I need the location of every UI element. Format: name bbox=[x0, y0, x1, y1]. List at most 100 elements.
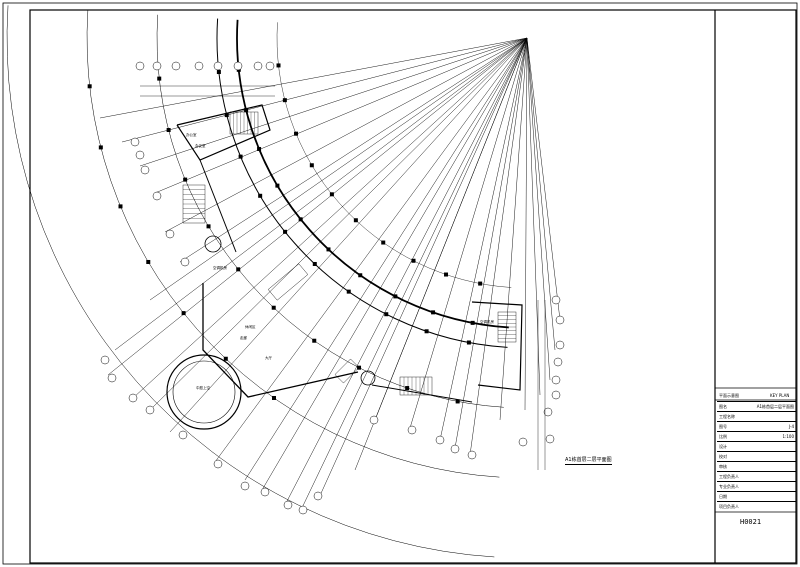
room-label: 大厅 bbox=[265, 356, 272, 360]
grid-bubble bbox=[313, 491, 323, 501]
arc-line bbox=[6, 5, 495, 558]
column bbox=[358, 273, 363, 278]
column bbox=[455, 399, 460, 404]
grid-bubble bbox=[140, 165, 150, 175]
title-block-row: 日期 bbox=[717, 491, 796, 502]
title-block-row-label: 图名 bbox=[719, 404, 727, 409]
grid-bubble bbox=[555, 315, 565, 325]
column bbox=[216, 70, 221, 75]
column bbox=[206, 224, 211, 229]
column bbox=[98, 145, 103, 150]
radial-line bbox=[132, 37, 528, 399]
column bbox=[257, 146, 262, 151]
column bbox=[424, 329, 429, 334]
column bbox=[223, 356, 228, 361]
room-label: 空调机房 bbox=[213, 266, 227, 270]
title-block-row-label: 图号 bbox=[719, 424, 727, 429]
title-block-row: 设计 bbox=[717, 441, 796, 452]
column bbox=[87, 84, 92, 89]
column bbox=[258, 193, 263, 198]
radial-line bbox=[524, 37, 528, 411]
column bbox=[181, 311, 186, 316]
key-plan-label-en: KEY PLAN bbox=[770, 393, 790, 398]
arc-line bbox=[156, 14, 504, 408]
room-label: 办公室 bbox=[186, 133, 197, 137]
radial-line bbox=[214, 37, 528, 463]
stairs bbox=[182, 111, 517, 396]
title-block-row: 图名 A1栋首层二层平面图 bbox=[717, 401, 796, 412]
key-plan-label: 平面示意图 bbox=[719, 393, 739, 398]
title-block-row-label: 校对 bbox=[719, 454, 727, 459]
title-block-row-value: 1:100 bbox=[782, 434, 794, 439]
grid-bubble bbox=[551, 375, 561, 385]
grid-bubble bbox=[283, 500, 293, 510]
title-block-row: 专业负责人 bbox=[717, 481, 796, 492]
grid-bubble bbox=[369, 415, 379, 425]
column bbox=[431, 310, 436, 315]
column bbox=[312, 338, 317, 343]
grid-bubble bbox=[171, 61, 181, 71]
radial-line bbox=[114, 37, 528, 351]
title-block-row-label: 项目负责人 bbox=[719, 504, 739, 509]
column bbox=[393, 294, 398, 299]
grid-bubble bbox=[553, 357, 563, 367]
title-block-row-label: 日期 bbox=[719, 494, 727, 499]
title-block-row: 审核 bbox=[717, 461, 796, 472]
radial-line bbox=[121, 37, 528, 143]
grid-bubble bbox=[551, 295, 561, 305]
grid-bubble bbox=[233, 61, 243, 71]
grid-bubble bbox=[128, 393, 138, 403]
grid-bubble bbox=[467, 450, 477, 460]
column bbox=[405, 386, 410, 391]
column bbox=[353, 218, 358, 223]
grid-bubble bbox=[194, 61, 204, 71]
column bbox=[294, 131, 299, 136]
radial-grid-lines bbox=[99, 37, 561, 513]
east-wing-wall bbox=[471, 301, 523, 391]
column bbox=[326, 247, 331, 252]
radial-line bbox=[169, 37, 528, 433]
column bbox=[312, 261, 317, 266]
escalator bbox=[267, 263, 309, 301]
arc-grid-lines bbox=[6, 5, 512, 558]
title-block-row-value: A1栋首层二层平面图 bbox=[756, 404, 794, 409]
grid-bubble bbox=[551, 390, 561, 400]
column bbox=[271, 305, 276, 310]
arc-line bbox=[216, 18, 508, 348]
column bbox=[381, 240, 386, 245]
grid-bubble bbox=[240, 481, 250, 491]
column bbox=[146, 259, 151, 264]
radial-line bbox=[526, 37, 561, 321]
column bbox=[444, 272, 449, 277]
inner-wall-2 bbox=[371, 384, 473, 403]
grid-bubble bbox=[213, 61, 223, 71]
column bbox=[346, 289, 351, 294]
radial-line bbox=[526, 37, 551, 381]
radial-line bbox=[261, 37, 528, 491]
grid-bubble bbox=[152, 191, 162, 201]
title-block-row-label: 工程名称 bbox=[719, 414, 735, 419]
radial-line bbox=[164, 37, 528, 233]
round-atrium-outer bbox=[166, 354, 242, 430]
grid-bubble bbox=[545, 434, 555, 444]
radial-line bbox=[149, 37, 528, 301]
grid-bubble bbox=[107, 373, 117, 383]
arc-line bbox=[276, 22, 512, 288]
column bbox=[118, 204, 123, 209]
room-label: 会议室 bbox=[195, 144, 206, 148]
radial-line bbox=[139, 37, 528, 167]
column bbox=[157, 76, 162, 81]
title-block-row-label: 设计 bbox=[719, 444, 727, 449]
column bbox=[244, 108, 249, 113]
radial-line bbox=[149, 37, 528, 411]
grid-bubble bbox=[135, 150, 145, 160]
column bbox=[298, 217, 303, 222]
title-block-row-label: 工程负责人 bbox=[719, 474, 739, 479]
plan-caption: A1栋首层二层平面图 bbox=[565, 457, 612, 465]
grid-bubble bbox=[265, 61, 275, 71]
inner-wall-1 bbox=[199, 159, 237, 253]
arc-line bbox=[236, 19, 509, 329]
grid-bubbles bbox=[100, 61, 565, 515]
